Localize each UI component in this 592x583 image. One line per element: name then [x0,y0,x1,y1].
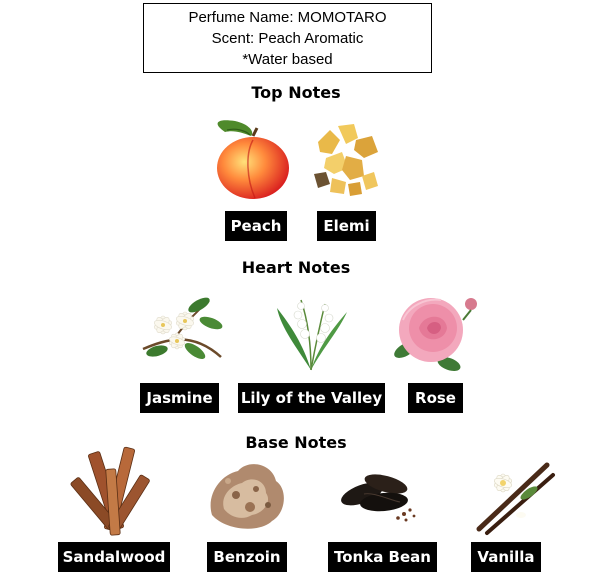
note-label-peach: Peach [225,211,287,241]
benzoin-resin-icon [210,464,284,529]
perfume-info-box: Perfume Name: MOMOTARO Scent: Peach Arom… [143,3,432,73]
tonka-bean-icon [341,474,416,522]
elemi-resin-icon [314,124,378,196]
perfume-scent: Scent: Peach Aromatic [211,29,364,47]
note-label-vanilla: Vanilla [471,542,541,572]
note-label-lily-of-the-valley: Lily of the Valley [238,383,385,413]
note-label-elemi: Elemi [317,211,376,241]
note-label-sandalwood: Sandalwood [58,542,170,572]
perfume-name: Perfume Name: MOMOTARO [188,8,387,26]
note-label-tonka-bean: Tonka Bean [328,542,437,572]
jasmine-flower-icon [142,297,223,360]
note-label-jasmine: Jasmine [140,383,219,413]
base-notes-heading: Base Notes [245,433,347,452]
top-notes-heading: Top Notes [251,83,341,102]
note-label-rose: Rose [408,383,463,413]
heart-notes-heading: Heart Notes [241,258,351,277]
lily-of-the-valley-icon [277,299,347,371]
peach-fruit-icon [217,120,289,199]
rose-flower-icon [394,298,477,371]
note-label-benzoin: Benzoin [207,542,287,572]
perfume-note: *Water based [242,50,333,68]
vanilla-pod-icon [476,462,555,535]
sandalwood-sticks-icon [70,446,150,536]
